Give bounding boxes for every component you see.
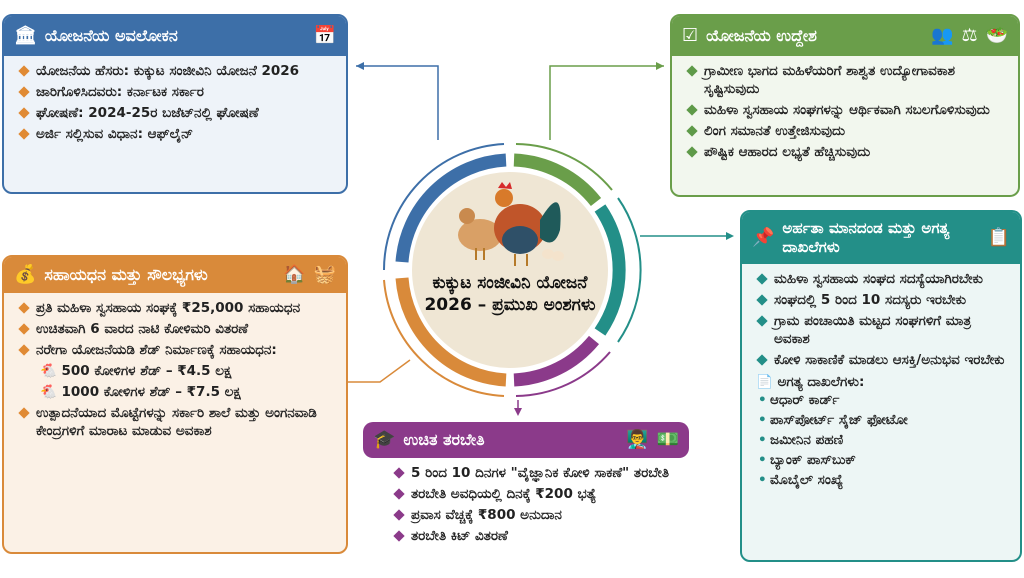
list-item: ಯೋಜನೆಯ ಹೆಸರು: ಕುಕ್ಕುಟ ಸಂಜೀವಿನಿ ಯೋಜನೆ 202… (18, 62, 336, 80)
chicken-icon: 🐔 (40, 384, 57, 400)
document-icon: 📄 (756, 374, 773, 390)
ring-segment-eligibility (594, 204, 626, 336)
list-item: ತರಬೇತಿ ಕಿಟ್ ವಿತರಣೆ (393, 527, 679, 545)
training-header: 🎓 ಉಚಿತ ತರಬೇತಿ 👨‍🏫 💵 (363, 422, 689, 458)
sub-item: 🐔 500 ಕೋಳಿಗಳ ಶೆಡ್ – ₹4.5 ಲಕ್ಷ (18, 362, 336, 380)
chicken-illustration (458, 182, 564, 266)
poultry-shed-icon: 🏠 (283, 264, 306, 285)
graduation-cap-icon: 🎓 (373, 429, 396, 450)
teacher-icon: 👨‍🏫 (626, 429, 649, 450)
objectives-title: ಯೋಜನೆಯ ಉದ್ದೇಶ (706, 26, 817, 45)
list-item: ಗ್ರಾಮೀಣ ಭಾಗದ ಮಹಿಳೆಯರಿಗೆ ಶಾಶ್ವತ ಉದ್ಯೋಗಾವಕ… (686, 62, 1008, 98)
chicken-icon: 🐔 (40, 363, 57, 379)
list-item: ಗ್ರಾಮ ಪಂಚಾಯಿತಿ ಮಟ್ಟದ ಸಂಘಗಳಿಗೆ ಮಾತ್ರ ಅವಕಾ… (756, 312, 1010, 348)
list-item: ಸಂಘದಲ್ಲಿ 5 ರಿಂದ 10 ಸದಸ್ಯರು ಇರಬೇಕು (756, 291, 1010, 309)
document-item: ಪಾಸ್‌ಪೋರ್ಟ್ ಸೈಜ್ ಫೋಟೋ (756, 411, 1010, 429)
food-bowl-icon: 🥗 (985, 25, 1008, 46)
center-hub (370, 130, 650, 410)
list-item: ಪೌಷ್ಟಿಕ ಆಹಾರದ ಲಭ್ಯತೆ ಹೆಚ್ಚಿಸುವುದು (686, 143, 1008, 161)
overview-title: ಯೋಜನೆಯ ಅವಲೋಕನ (44, 26, 178, 45)
checklist-icon: 📋 (987, 227, 1010, 248)
list-item: ಉಚಿತವಾಗಿ 6 ವಾರದ ನಾಟಿ ಕೋಳಿಮರಿ ವಿತರಣೆ (18, 320, 336, 338)
document-item: ಬ್ಯಾಂಕ್ ಪಾಸ್‌ಬುಕ್ (756, 451, 1010, 469)
ring-diagram (382, 143, 642, 397)
eligibility-header: 📌 ಅರ್ಹತಾ ಮಾನದಂಡ ಮತ್ತು ಅಗತ್ಯ ದಾಖಲೆಗಳು 📋 (742, 212, 1020, 264)
sub-item: 🐔 1000 ಕೋಳಿಗಳ ಶೆಡ್ – ₹7.5 ಲಕ್ಷ (18, 383, 336, 401)
cash-icon: 💵 (656, 429, 679, 450)
government-building-icon: 🏛 (14, 25, 37, 46)
money-bag-icon: 💰 (14, 264, 37, 285)
list-item: ಉತ್ಪಾದನೆಯಾದ ಮೊಟ್ಟೆಗಳನ್ನು ಸರ್ಕಾರಿ ಶಾಲೆ ಮತ… (18, 404, 336, 440)
list-item: ನರೇಗಾ ಯೋಜನೆಯಡಿ ಶೆಡ್ ನಿರ್ಮಾಣಕ್ಕೆ ಸಹಾಯಧನ: (18, 341, 336, 359)
sub-item-text: 1000 ಕೋಳಿಗಳ ಶೆಡ್ – ₹7.5 ಲಕ್ಷ (61, 384, 241, 400)
sub-item-text: 500 ಕೋಳಿಗಳ ಶೆಡ್ – ₹4.5 ಲಕ್ಷ (61, 363, 232, 379)
benefits-title: ಸಹಾಯಧನ ಮತ್ತು ಸೌಲಭ್ಯಗಳು (44, 265, 208, 284)
ring-segment-training (513, 335, 600, 387)
ring-segment-overview (395, 153, 507, 263)
benefits-header: 💰 ಸಹಾಯಧನ ಮತ್ತು ಸೌಲಭ್ಯಗಳು 🏠 🧺 (4, 257, 346, 293)
training-panel: 🎓 ಉಚಿತ ತರಬೇತಿ 👨‍🏫 💵 5 ರಿಂದ 10 ದಿನಗಳ "ವೈಜ… (363, 422, 689, 578)
documents-label: 📄 ಅಗತ್ಯ ದಾಖಲೆಗಳು: (756, 373, 1010, 391)
list-item: ಮಹಿಳಾ ಸ್ವಸಹಾಯ ಸಂಘದ ಸದಸ್ಯೆಯಾಗಿರಬೇಕು (756, 270, 1010, 288)
objectives-header: ☑ ಯೋಜನೆಯ ಉದ್ದೇಶ 👥 ⚖ 🥗 (672, 16, 1018, 56)
list-item: ಕೋಳಿ ಸಾಕಾಣಿಕೆ ಮಾಡಲು ಆಸಕ್ತಿ/ಅನುಭವ ಇರಬೇಕು (756, 351, 1010, 369)
list-item: ಪ್ರವಾಸ ವೆಚ್ಚಕ್ಕೆ ₹800 ಅನುದಾನ (393, 506, 679, 524)
document-item: ಜಮೀನಿನ ಪಹಣಿ (756, 431, 1010, 449)
scale-icon: ⚖ (961, 25, 978, 46)
document-item: ಮೊಬೈಲ್ ಸಂಖ್ಯೆ (756, 471, 1010, 489)
training-title: ಉಚಿತ ತರಬೇತಿ (403, 430, 485, 449)
list-item: 5 ರಿಂದ 10 ದಿನಗಳ "ವೈಜ್ಞಾನಿಕ ಕೋಳಿ ಸಾಕಣೆ" ತ… (393, 464, 679, 482)
list-item: ಪ್ರತಿ ಮಹಿಳಾ ಸ್ವಸಹಾಯ ಸಂಘಕ್ಕೆ ₹25,000 ಸಹಾಯ… (18, 299, 336, 317)
overview-panel: 🏛 ಯೋಜನೆಯ ಅವಲೋಕನ 📅 ಯೋಜನೆಯ ಹೆಸರು: ಕುಕ್ಕುಟ … (2, 14, 348, 194)
pushpin-icon: 📌 (752, 227, 775, 248)
eligibility-panel: 📌 ಅರ್ಹತಾ ಮಾನದಂಡ ಮತ್ತು ಅಗತ್ಯ ದಾಖಲೆಗಳು 📋 ಮ… (740, 210, 1022, 562)
documents-label-text: ಅಗತ್ಯ ದಾಖಲೆಗಳು: (777, 374, 865, 390)
overview-header: 🏛 ಯೋಜನೆಯ ಅವಲೋಕನ 📅 (4, 16, 346, 56)
ring-segment-benefits (395, 277, 507, 387)
objectives-panel: ☑ ಯೋಜನೆಯ ಉದ್ದೇಶ 👥 ⚖ 🥗 ಗ್ರಾಮೀಣ ಭಾಗದ ಮಹಿಳೆ… (670, 14, 1020, 197)
egg-basket-icon: 🧺 (313, 264, 336, 285)
eligibility-title: ಅರ್ಹತಾ ಮಾನದಂಡ ಮತ್ತು ಅಗತ್ಯ ದಾಖಲೆಗಳು (782, 219, 950, 256)
list-item: ಜಾರಿಗೊಳಿಸಿದವರು: ಕರ್ನಾಟಕ ಸರ್ಕಾರ (18, 83, 336, 101)
list-item: ಘೋಷಣೆ: 2024-25ರ ಬಜೆಟ್‌ನಲ್ಲಿ ಘೋಷಣೆ (18, 104, 336, 122)
ring-segment-objectives (513, 153, 602, 207)
list-item: ಲಿಂಗ ಸಮಾನತೆ ಉತ್ತೇಜಿಸುವುದು (686, 122, 1008, 140)
calendar-icon: 📅 (313, 25, 336, 46)
list-item: ಮಹಿಳಾ ಸ್ವಸಹಾಯ ಸಂಘಗಳನ್ನು ಆರ್ಥಿಕವಾಗಿ ಸಬಲಗೊ… (686, 101, 1008, 119)
list-item: ತರಬೇತಿ ಅವಧಿಯಲ್ಲಿ ದಿನಕ್ಕೆ ₹200 ಭತ್ಯೆ (393, 485, 679, 503)
center-title: ಕುಕ್ಕುಟ ಸಂಜೀವಿನಿ ಯೋಜನೆ 2026 – ಪ್ರಮುಖ ಅಂಶ… (424, 273, 596, 315)
checkbox-icon: ☑ (682, 25, 699, 46)
list-item: ಅರ್ಜಿ ಸಲ್ಲಿಸುವ ವಿಧಾನ: ಆಫ್‌ಲೈನ್ (18, 125, 336, 143)
document-item: ಆಧಾರ್ ಕಾರ್ಡ್ (756, 391, 1010, 409)
benefits-panel: 💰 ಸಹಾಯಧನ ಮತ್ತು ಸೌಲಭ್ಯಗಳು 🏠 🧺 ಪ್ರತಿ ಮಹಿಳಾ… (2, 255, 348, 554)
people-icon: 👥 (931, 25, 954, 46)
